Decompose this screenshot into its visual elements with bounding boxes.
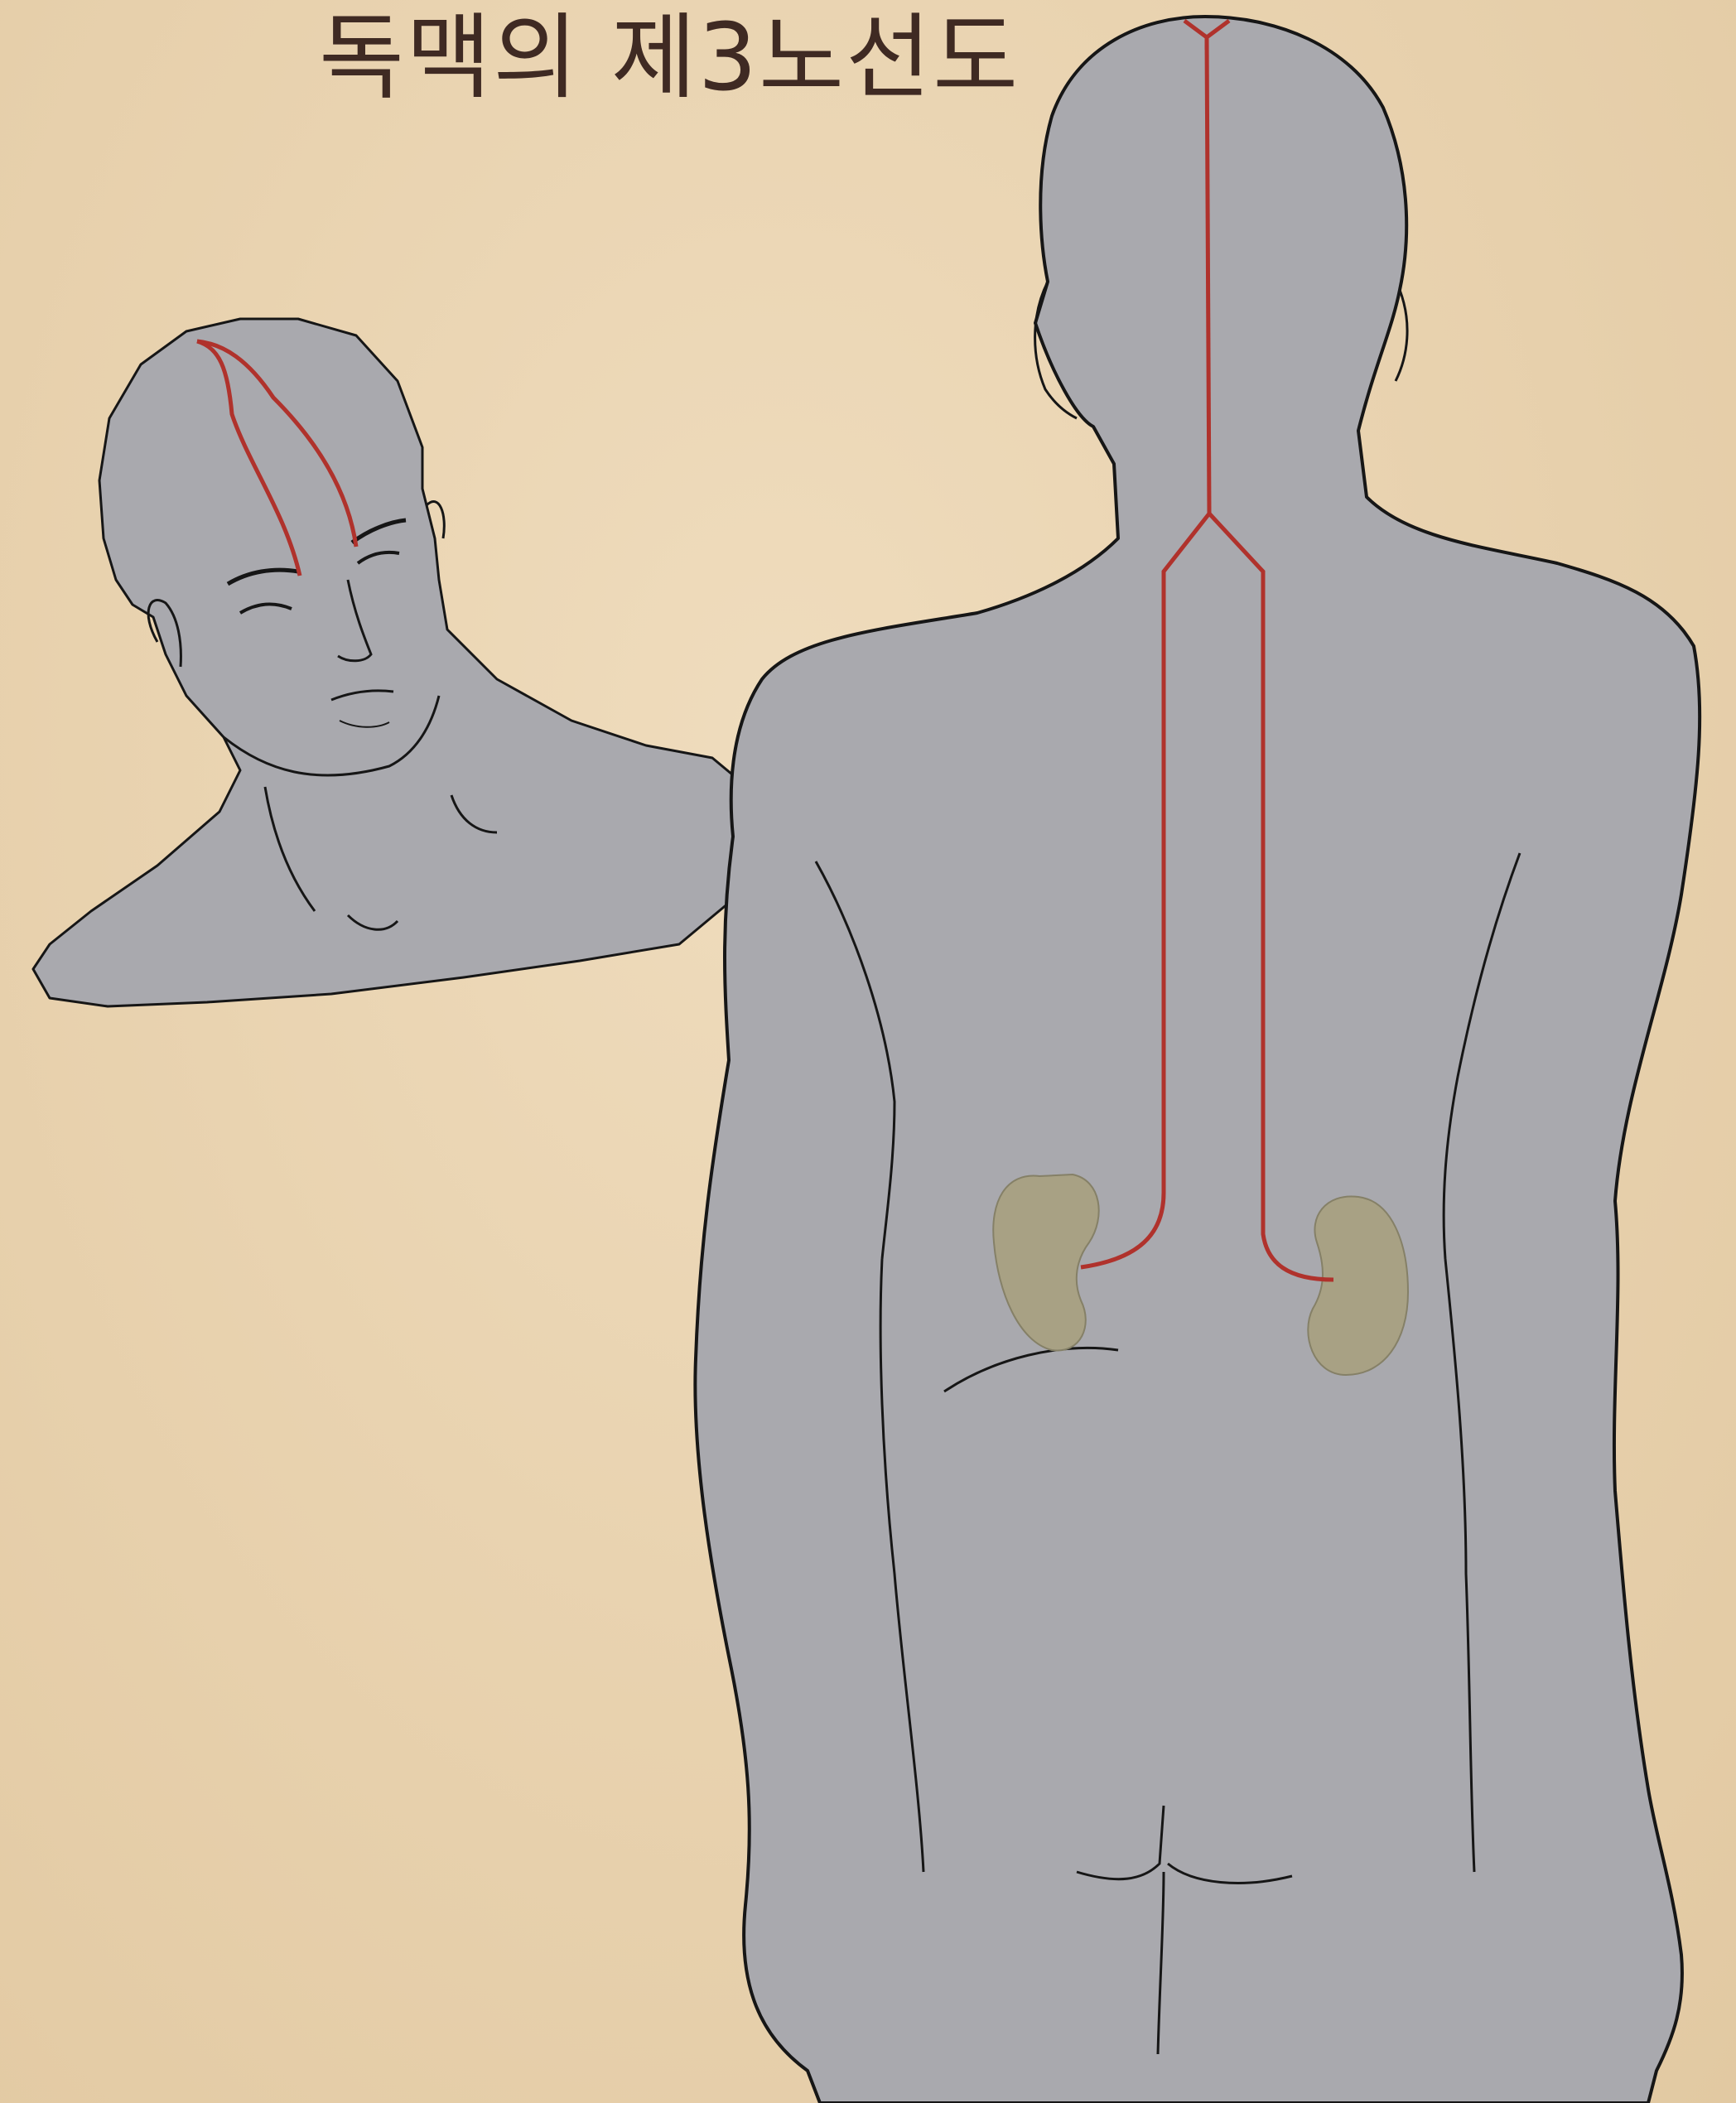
front-head-silhouette bbox=[33, 319, 737, 1006]
front-head-figure bbox=[33, 319, 737, 1006]
right-kidney bbox=[1308, 1196, 1408, 1375]
spine-meridian bbox=[1207, 37, 1209, 514]
back-body-silhouette bbox=[695, 17, 1700, 2103]
back-torso-figure bbox=[695, 17, 1700, 2103]
